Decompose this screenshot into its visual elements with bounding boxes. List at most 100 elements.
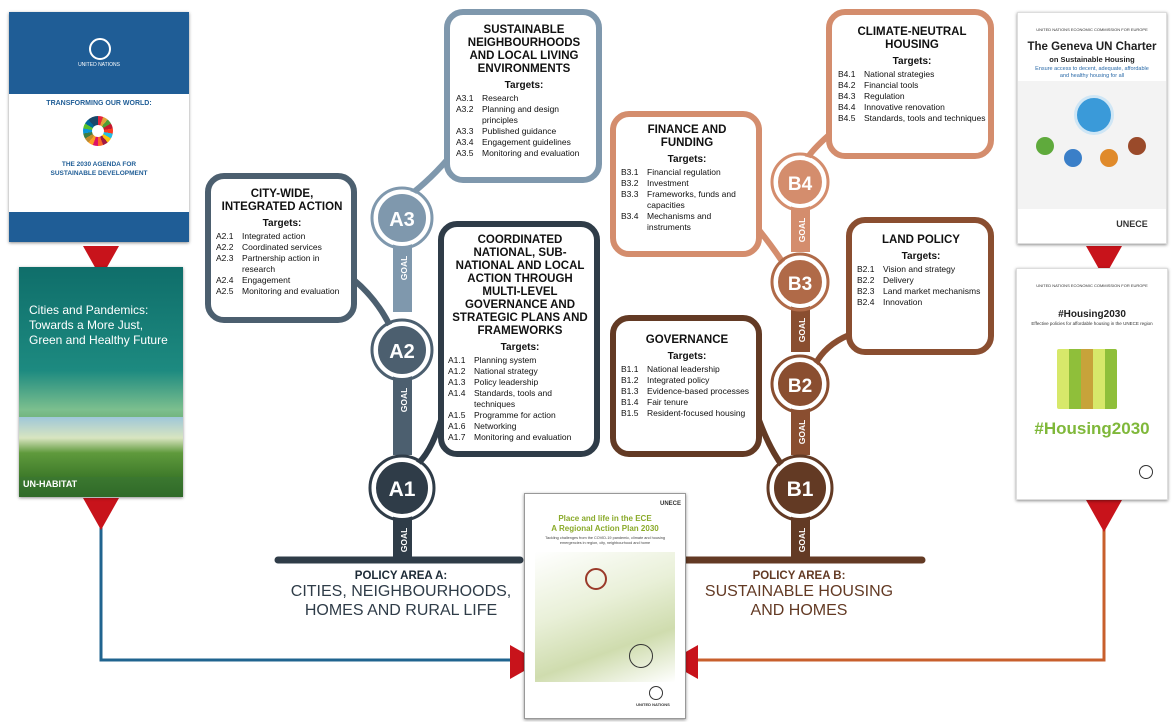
target-code: B4.2 bbox=[838, 80, 856, 90]
target-code: B1.2 bbox=[621, 375, 639, 385]
cover-charter-title: The Geneva UN Charter bbox=[1027, 41, 1157, 53]
cover-agenda-title: TRANSFORMING OUR WORLD: bbox=[46, 100, 152, 107]
target-text: Planning and design principles bbox=[482, 104, 560, 125]
target-code: A2.2 bbox=[216, 242, 234, 252]
cover-pandemics-brand: UN-HABITAT bbox=[23, 479, 78, 489]
target-text: Engagement guidelines bbox=[482, 137, 571, 147]
arrow-down-icon bbox=[1086, 500, 1122, 532]
target-code: B3.4 bbox=[621, 211, 639, 221]
sketch-circle-icon bbox=[585, 568, 607, 590]
target-item: B1.2 Integrated policy bbox=[621, 375, 753, 386]
box-a3: Sustainable neighbourhoods and local liv… bbox=[456, 24, 592, 159]
target-text: Fair tenure bbox=[647, 397, 689, 407]
target-code: A1.4 bbox=[448, 388, 466, 398]
orange-feedback-line bbox=[690, 528, 1106, 662]
target-text: Standards, tools and techniques bbox=[474, 388, 552, 409]
target-text: Evidence-based processes bbox=[647, 386, 750, 396]
house-icon bbox=[1074, 95, 1114, 135]
box-b2-frame bbox=[846, 217, 994, 355]
target-code: B4.4 bbox=[838, 102, 856, 112]
gear-icon bbox=[1100, 149, 1118, 167]
target-text: Resident-focused housing bbox=[647, 408, 746, 418]
policy-area-b: POLICY AREA B: SUSTAINABLE HOUSING AND H… bbox=[684, 570, 914, 620]
target-code: A1.5 bbox=[448, 410, 466, 420]
policy-a-line2: HOMES AND RURAL LIFE bbox=[304, 602, 498, 619]
park-scene-image bbox=[19, 417, 183, 477]
cover-charter-org: UNITED NATIONS ECONOMIC COMMISSION FOR E… bbox=[1036, 27, 1148, 32]
un-emblem-icon bbox=[649, 686, 663, 700]
target-text: Regulation bbox=[864, 91, 905, 101]
goal-bar-a3 bbox=[393, 240, 412, 312]
node-b3: B3 bbox=[770, 252, 830, 312]
goal-label-b1: GOAL bbox=[797, 528, 807, 553]
un-emblem-icon bbox=[1139, 465, 1153, 479]
target-code: B1.4 bbox=[621, 397, 639, 407]
box-a1-title: Coordinated national, sub-national and l… bbox=[452, 234, 588, 337]
policy-a-key: POLICY AREA A: bbox=[354, 570, 448, 582]
cover-housing-org: UNITED NATIONS ECONOMIC COMMISSION FOR E… bbox=[1036, 283, 1148, 288]
target-code: B3.3 bbox=[621, 189, 639, 199]
sdg-wheel-icon bbox=[83, 116, 113, 146]
target-code: A2.3 bbox=[216, 253, 234, 263]
target-code: A3.2 bbox=[456, 104, 474, 114]
policy-a-line1: CITIES, NEIGHBOURHOODS, bbox=[290, 583, 512, 600]
node-b4: B4 bbox=[770, 152, 830, 212]
target-code: B2.2 bbox=[857, 275, 875, 285]
target-text: National leadership bbox=[647, 364, 720, 374]
cover-plan-footer: UNITED NATIONS bbox=[636, 702, 670, 707]
targets-label: Targets: bbox=[500, 342, 540, 353]
arrow-down-icon bbox=[1086, 246, 1122, 278]
target-item: A1.4 Standards, tools and techniques bbox=[448, 388, 592, 410]
connector-b1 bbox=[756, 418, 787, 470]
target-text: Monitoring and evaluation bbox=[242, 286, 340, 296]
target-code: A3.5 bbox=[456, 148, 474, 158]
target-code: B4.5 bbox=[838, 113, 856, 123]
target-code: A1.3 bbox=[448, 377, 466, 387]
target-text: Land market mechanisms bbox=[883, 286, 981, 296]
target-code: A1.6 bbox=[448, 421, 466, 431]
policy-b-line1: SUSTAINABLE HOUSING bbox=[704, 583, 894, 600]
target-text: Published guidance bbox=[482, 126, 557, 136]
target-text: Vision and strategy bbox=[883, 264, 956, 274]
goal-label-b2: GOAL bbox=[797, 420, 807, 445]
target-text: Investment bbox=[647, 178, 689, 188]
target-code: B2.3 bbox=[857, 286, 875, 296]
target-item: B1.4 Fair tenure bbox=[621, 397, 753, 408]
bank-icon bbox=[1128, 137, 1146, 155]
node-a2-label: A2 bbox=[389, 341, 415, 363]
policy-b-key: POLICY AREA B: bbox=[752, 570, 846, 582]
box-b4: Climate-neutral housingTargets:B4.1Natio… bbox=[838, 26, 986, 124]
cover-charter-subtitle: on Sustainable Housing bbox=[1049, 55, 1135, 64]
policy-area-a: POLICY AREA A: CITIES, NEIGHBOURHOODS, H… bbox=[268, 570, 534, 620]
target-code: B1.1 bbox=[621, 364, 639, 374]
target-code: B3.1 bbox=[621, 167, 639, 177]
target-code: A1.1 bbox=[448, 355, 466, 365]
box-b3-title: Finance and funding bbox=[647, 124, 727, 149]
target-text: Integrated policy bbox=[647, 375, 710, 385]
cover-housing2030: UNITED NATIONS ECONOMIC COMMISSION FOR E… bbox=[1016, 268, 1168, 500]
targets-label: Targets: bbox=[262, 218, 302, 229]
house-illustration bbox=[1057, 349, 1117, 409]
node-b3-label: B3 bbox=[788, 274, 812, 295]
